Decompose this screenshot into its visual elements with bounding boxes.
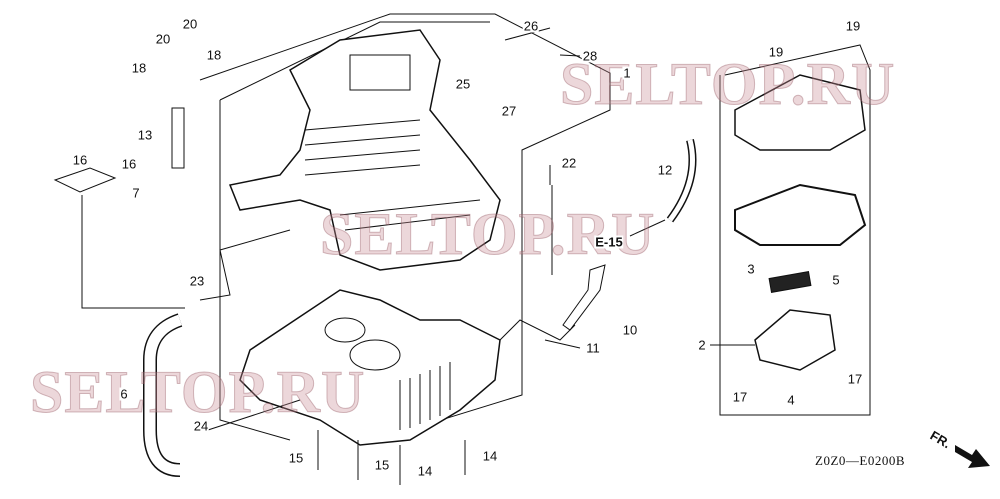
watermark: SELTOP.RU: [319, 201, 656, 268]
part-label-7: 7: [131, 185, 141, 201]
part-label-23: 23: [188, 273, 206, 289]
part-label-17: 17: [846, 371, 864, 387]
diagram-code: Z0Z0—E0200B: [815, 453, 905, 468]
watermark: SELTOP.RU: [559, 51, 896, 118]
part-label-27: 27: [500, 103, 518, 119]
part-label-11: 11: [585, 340, 601, 356]
part-label-19: 19: [767, 44, 785, 60]
part-label-20: 20: [154, 31, 172, 47]
part-label-1: 1: [622, 65, 632, 81]
part-label-25: 25: [454, 76, 472, 92]
part-label-26: 26: [522, 18, 540, 34]
part-label-10: 10: [621, 322, 639, 338]
part-label-18: 18: [205, 47, 223, 63]
part-label-6: 6: [119, 386, 129, 402]
watermark: SELTOP.RU: [29, 359, 366, 426]
part-label-24: 24: [192, 418, 210, 434]
part-label-13: 13: [136, 127, 154, 143]
part-label-18: 18: [130, 60, 148, 76]
part-label-19: 19: [844, 18, 862, 34]
part-label-17: 17: [731, 389, 749, 405]
part-label-15: 15: [373, 457, 391, 473]
part-label-20: 20: [181, 16, 199, 32]
part-label-2: 2: [697, 337, 707, 353]
part-label-28: 28: [581, 48, 599, 64]
part-label-22: 22: [560, 155, 578, 171]
part-label-16: 16: [120, 156, 138, 172]
part-label-16: 16: [71, 152, 89, 168]
reference-label-e15: E-15: [594, 234, 624, 250]
part-label-12: 12: [656, 162, 674, 178]
part-label-15: 15: [287, 450, 305, 466]
part-label-5: 5: [831, 272, 841, 288]
part-label-14: 14: [416, 463, 434, 479]
part-label-3: 3: [746, 261, 756, 277]
part-label-14: 14: [481, 448, 499, 464]
part-label-4: 4: [786, 392, 796, 408]
